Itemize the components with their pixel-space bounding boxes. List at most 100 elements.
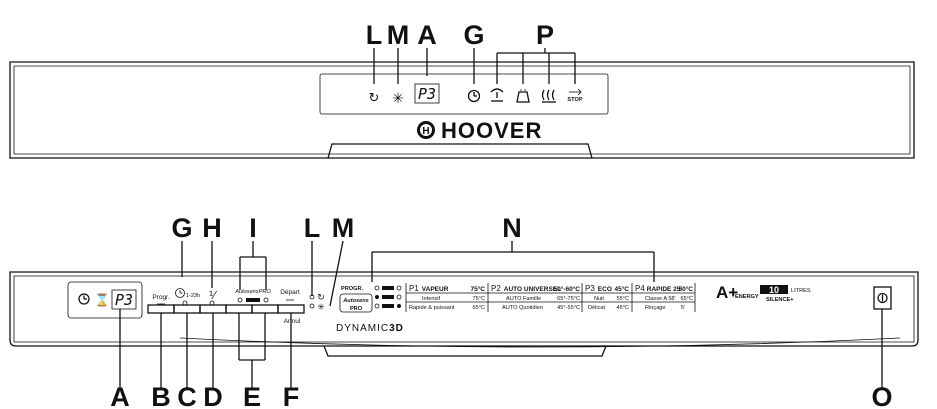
label-C-bottom: C	[177, 382, 197, 409]
bottom-display-window	[67, 281, 143, 319]
refill-icon: ↻	[369, 91, 380, 106]
label-M-bottom: M	[332, 213, 355, 243]
top-display-window	[319, 73, 609, 115]
p2-row2-name: AUTO Quotidien	[502, 305, 543, 311]
leader-I-bottom	[239, 241, 267, 290]
hourglass-icon: ⌛	[95, 293, 110, 307]
label-I-bottom: I	[249, 213, 257, 243]
p1-row2-temp: 65°C	[473, 305, 486, 311]
p1-row1-temp: 75°C	[473, 296, 486, 302]
bottom-display-text: P3	[115, 291, 133, 309]
autosens-bar-icon	[246, 298, 260, 302]
svg-text:STOP: STOP	[567, 97, 582, 103]
top-digit-display	[414, 83, 440, 104]
hoover-logo: H	[417, 121, 435, 139]
brand-text: HOOVER	[441, 118, 542, 143]
p1-row1-name: Intensif	[422, 296, 440, 302]
label-E-bottom: E	[243, 382, 261, 409]
bottom-panel: G H I L M N	[9, 213, 919, 409]
p3-row1-temp: 55°C	[617, 296, 630, 302]
label-M-top: M	[387, 20, 410, 50]
top-display-text: P3	[418, 85, 436, 103]
label-H-bottom: H	[202, 213, 222, 243]
autosens-pro-badge	[339, 293, 373, 313]
power-icon	[877, 292, 888, 304]
label-L-top: L	[366, 20, 383, 50]
clock-icon	[467, 89, 481, 103]
refill-icon: ↻	[317, 293, 325, 303]
p3-temp: 45°C	[614, 285, 629, 293]
p3-row1-name: Nuit	[594, 296, 604, 302]
p2-row1-name: AUTO Famille	[506, 296, 541, 302]
label-N-bottom: N	[502, 213, 522, 243]
tap-icon	[490, 88, 504, 102]
svg-text:A+: A+	[716, 283, 738, 302]
table-progr-label: PROGR.	[341, 286, 364, 292]
p2-temp: 50°-60°C	[553, 285, 580, 293]
autosens-badge-line1: Autosens	[342, 298, 369, 304]
svg-text:SILENCE+: SILENCE+	[766, 297, 794, 303]
p4-row1-temp: 65°C	[681, 296, 694, 302]
label-L-bottom: L	[304, 213, 321, 243]
led-refill	[309, 294, 315, 300]
label-O-bottom: O	[871, 382, 892, 409]
svg-text:LITRES: LITRES	[791, 288, 811, 294]
stop-icon: STOP	[567, 88, 583, 103]
top-panel: L M A G P ↻ ✳ P3	[9, 20, 915, 159]
label-G-bottom: G	[171, 213, 192, 243]
svg-text:10: 10	[769, 285, 779, 295]
label-G-top: G	[463, 20, 484, 50]
progr-label: Progr.	[152, 294, 170, 301]
p1-row2-name: Rapide & puissant	[409, 305, 455, 311]
progr-button[interactable]	[147, 304, 175, 314]
half-load-icon: ⅟	[209, 289, 218, 302]
bottom-panel-handle	[323, 345, 607, 357]
leader-P-top	[496, 48, 576, 84]
dynamic-3d-label: DYNAMIC3D	[336, 323, 404, 334]
depart-label: Départ	[280, 289, 300, 296]
sparkle-icon: ✳	[317, 303, 325, 313]
salt-icon	[516, 89, 530, 103]
led-autosens-right	[263, 297, 269, 303]
label-D-bottom: D	[203, 382, 223, 409]
bottom-digit-display	[111, 289, 137, 310]
label-P-top: P	[536, 20, 554, 50]
label-A-bottom: A	[110, 382, 130, 409]
leader-N-bottom	[371, 241, 655, 282]
p3-row2-name: Délicat	[588, 305, 606, 311]
autosens-button-1[interactable]	[225, 304, 253, 314]
autosens-button-2[interactable]	[251, 304, 279, 314]
p4-temp: 50°C	[678, 285, 693, 293]
start-button[interactable]	[277, 304, 305, 314]
autosens-badge-line2: PRO	[350, 306, 363, 312]
p3-row2-temp: 45°C	[617, 305, 630, 311]
delay-button[interactable]	[173, 304, 201, 314]
half-load-button[interactable]	[199, 304, 227, 314]
p4-row1-name: Classe A 58'	[645, 296, 676, 302]
label-A-top: A	[417, 20, 437, 50]
clock-icon	[78, 293, 90, 305]
leader-E-bottom	[238, 313, 266, 388]
heat-icon	[541, 89, 556, 103]
top-panel-handle	[327, 143, 593, 159]
svg-text:ENERGY: ENERGY	[735, 294, 759, 300]
silence-logo: 10 LITRES SILENCE+	[760, 285, 811, 303]
energy-logo: A+ ENERGY	[716, 283, 759, 302]
top-panel-outline	[9, 61, 915, 159]
label-F-bottom: F	[283, 382, 300, 409]
bottom-panel-curve	[179, 337, 901, 348]
p4-row2-name: Rinçage	[645, 305, 666, 311]
led-autosens-left	[237, 297, 243, 303]
p1-temp: 75°C	[470, 285, 485, 293]
bottom-panel-outline	[9, 271, 919, 347]
autosens-small-label: AutosensPRO	[234, 289, 271, 295]
sparkle-icon: ✳	[392, 91, 404, 107]
label-B-bottom: B	[151, 382, 171, 409]
p4-row2-temp: 5'	[681, 305, 685, 311]
